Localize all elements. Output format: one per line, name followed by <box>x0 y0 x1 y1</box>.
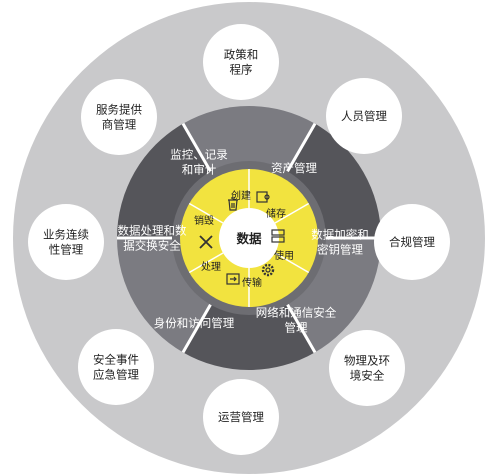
ring-label-crypto-key: 密钥管理 <box>317 243 363 257</box>
outer-node-continuity <box>28 204 104 280</box>
outer-label-operations: 运营管理 <box>218 410 264 424</box>
outer-label-compliance: 合规管理 <box>389 235 435 249</box>
outer-node-service <box>81 79 157 155</box>
lifecycle-divider <box>188 252 224 274</box>
ring-label-monitor-audit: 监控、记录 <box>170 148 228 162</box>
lifecycle-divider <box>188 202 224 224</box>
ring-divider <box>181 122 212 173</box>
ring-label-asset-mgmt: 资产管理 <box>271 161 317 175</box>
outer-label-service: 服务提供 <box>96 103 142 117</box>
outer-node-policy <box>203 24 279 100</box>
outer-label-physical-env: 境安全 <box>350 369 385 383</box>
outer-label-policy: 程序 <box>230 63 253 77</box>
lifecycle-label-use: 使用 <box>274 249 294 262</box>
outer-node-operations <box>203 379 279 455</box>
storage-icon <box>271 229 285 243</box>
puzzle-icon <box>256 191 270 203</box>
ring-label-monitor-audit: 和审计 <box>182 163 217 177</box>
center-disc <box>219 208 279 268</box>
outer-node-compliance <box>374 204 450 280</box>
outer-label-continuity: 业务连续 <box>43 228 89 242</box>
ring-divider <box>286 122 317 173</box>
transfer-icon <box>226 273 240 285</box>
ring-label-data-process-exchange: 据交换安全 <box>123 239 181 253</box>
ring-divider <box>286 303 317 354</box>
gear-icon <box>261 263 275 277</box>
ring-label-crypto-key: 数据加密和 <box>311 228 369 242</box>
lifecycle-label-process: 处理 <box>201 261 221 273</box>
lifecycle-dividers <box>188 169 310 307</box>
ring-labels: 监控、记录和审计资产管理数据加密和密钥管理网络和通信安全管理身份和访问管理数据处… <box>118 148 369 335</box>
trash-icon <box>228 197 238 211</box>
outer-node-incident <box>78 329 154 405</box>
lifecycle-label-destroy: 销毁 <box>194 214 214 227</box>
ring-dividers <box>117 122 381 354</box>
ring-label-network-comm: 网络和通信安全 <box>256 306 337 320</box>
tools-icon <box>199 235 213 249</box>
outer-label-incident: 应急管理 <box>93 368 139 382</box>
outer-label-continuity: 性管理 <box>49 243 84 257</box>
outer-label-personnel: 人员管理 <box>341 109 387 123</box>
lifecycle-divider <box>274 252 310 274</box>
outer-label-incident: 安全事件 <box>93 353 139 367</box>
outer-node-personnel <box>326 78 402 154</box>
outer-node-physical-env <box>329 330 405 406</box>
outer-label-physical-env: 物理及环 <box>344 354 390 368</box>
outer-label-service: 商管理 <box>102 118 137 132</box>
lifecycle-label-transfer: 传输 <box>242 276 262 289</box>
ring-label-identity-access: 身份和访问管理 <box>154 316 235 330</box>
ring-label-data-process-exchange: 数据处理和数 <box>118 224 187 238</box>
lifecycle-divider <box>274 202 310 224</box>
lifecycle-label-create: 创建 <box>231 189 251 202</box>
center-label: 数据 <box>235 231 262 246</box>
ring-divider <box>181 303 212 354</box>
outer-label-policy: 政策和 <box>224 48 259 62</box>
lifecycle-label-store: 储存 <box>266 207 286 220</box>
ring-label-network-comm: 管理 <box>285 321 308 335</box>
